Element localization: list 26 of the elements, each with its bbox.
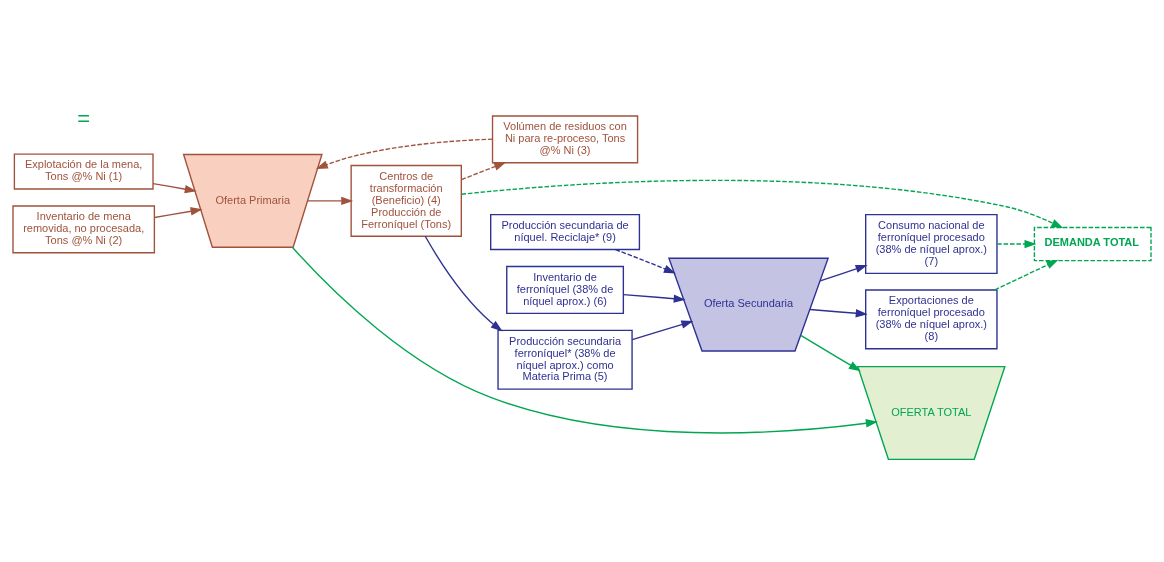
node-box: Producción secundaria ferroníquel* (38% de níquel aprox.) como Materia Prima (5) xyxy=(497,329,633,390)
node-box: Producción secundaria de níquel. Reciclaje* (9) xyxy=(490,214,641,251)
arrow xyxy=(809,308,868,318)
arrow xyxy=(306,196,354,206)
arrow xyxy=(460,179,1064,229)
arrow xyxy=(315,138,494,169)
label: = xyxy=(77,105,91,131)
node-box: Volúmen de residuos con Ni para re-proceso, Tons @% Ni (3) xyxy=(491,115,639,164)
node-box: Inventario de ferroníquel (38% de níquel aprox.) (6) xyxy=(506,265,625,315)
node-box: DEMANDA TOTAL xyxy=(1033,226,1152,262)
arrow xyxy=(622,293,686,303)
arrow xyxy=(631,320,694,341)
node-box: Explotación de la mena, Tons @% Ni (1) xyxy=(13,153,154,190)
arrow xyxy=(994,259,1059,291)
arrow xyxy=(996,239,1037,249)
arrow xyxy=(424,235,503,332)
arrow xyxy=(291,246,878,434)
node-box: Inventario de mena removida, no procesada, Tons @% Ni (2) xyxy=(12,205,156,254)
node-box: Consumo nacional de ferroníquel procesado (38% de níquel aprox.) (7) xyxy=(865,214,998,275)
node-box: Exportaciones de ferroníquel procesado (38% de níquel aprox.) (8) xyxy=(865,289,998,350)
arrow xyxy=(800,334,861,372)
arrow xyxy=(819,264,868,282)
arrow xyxy=(153,207,203,219)
node-box: Centros de transformación (Beneficio) (4) Producción de Ferroníquel (Tons) xyxy=(350,164,462,237)
arrow xyxy=(460,162,507,181)
arrow xyxy=(152,182,197,194)
